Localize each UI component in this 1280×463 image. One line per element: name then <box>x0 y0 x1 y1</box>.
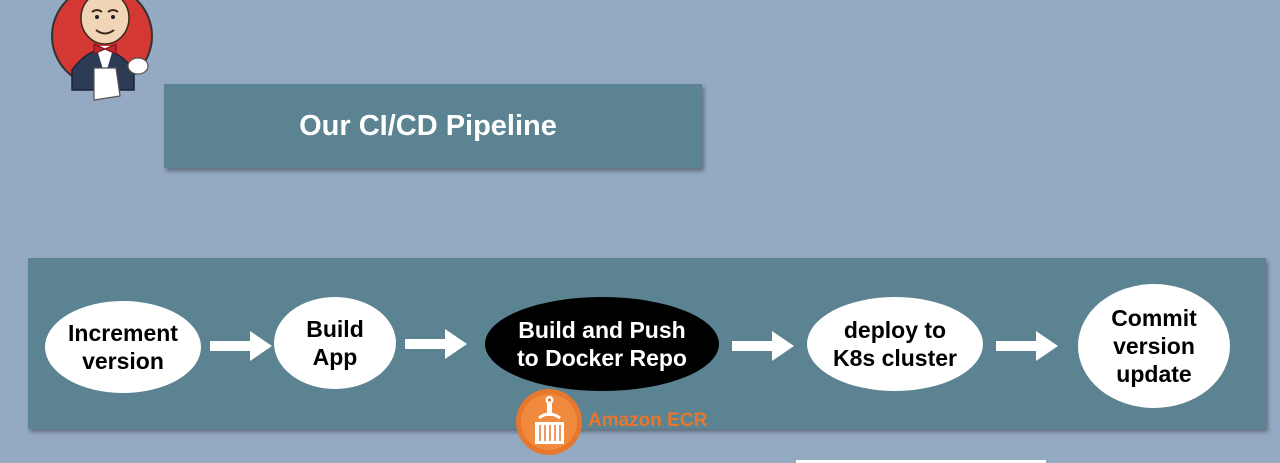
arrow-right-icon <box>996 331 1058 361</box>
arrow-right-icon <box>210 331 272 361</box>
jenkins-logo-icon <box>51 0 153 101</box>
page-title: Our CI/CD Pipeline <box>164 84 702 168</box>
stage-commit-version-update: Commit version update <box>1078 284 1230 408</box>
amazon-ecr-label: Amazon ECR <box>588 410 708 431</box>
stage-deploy-k8s: deploy to K8s cluster <box>807 297 983 391</box>
arrow-right-icon <box>732 331 794 361</box>
arrow-right-icon <box>405 329 467 359</box>
stage-increment-version: Increment version <box>45 301 201 393</box>
stage-build-app: Build App <box>274 297 396 389</box>
bottom-strip <box>796 460 1046 463</box>
stage-build-and-push: Build and Push to Docker Repo <box>485 297 719 391</box>
amazon-ecr-icon <box>516 389 582 455</box>
